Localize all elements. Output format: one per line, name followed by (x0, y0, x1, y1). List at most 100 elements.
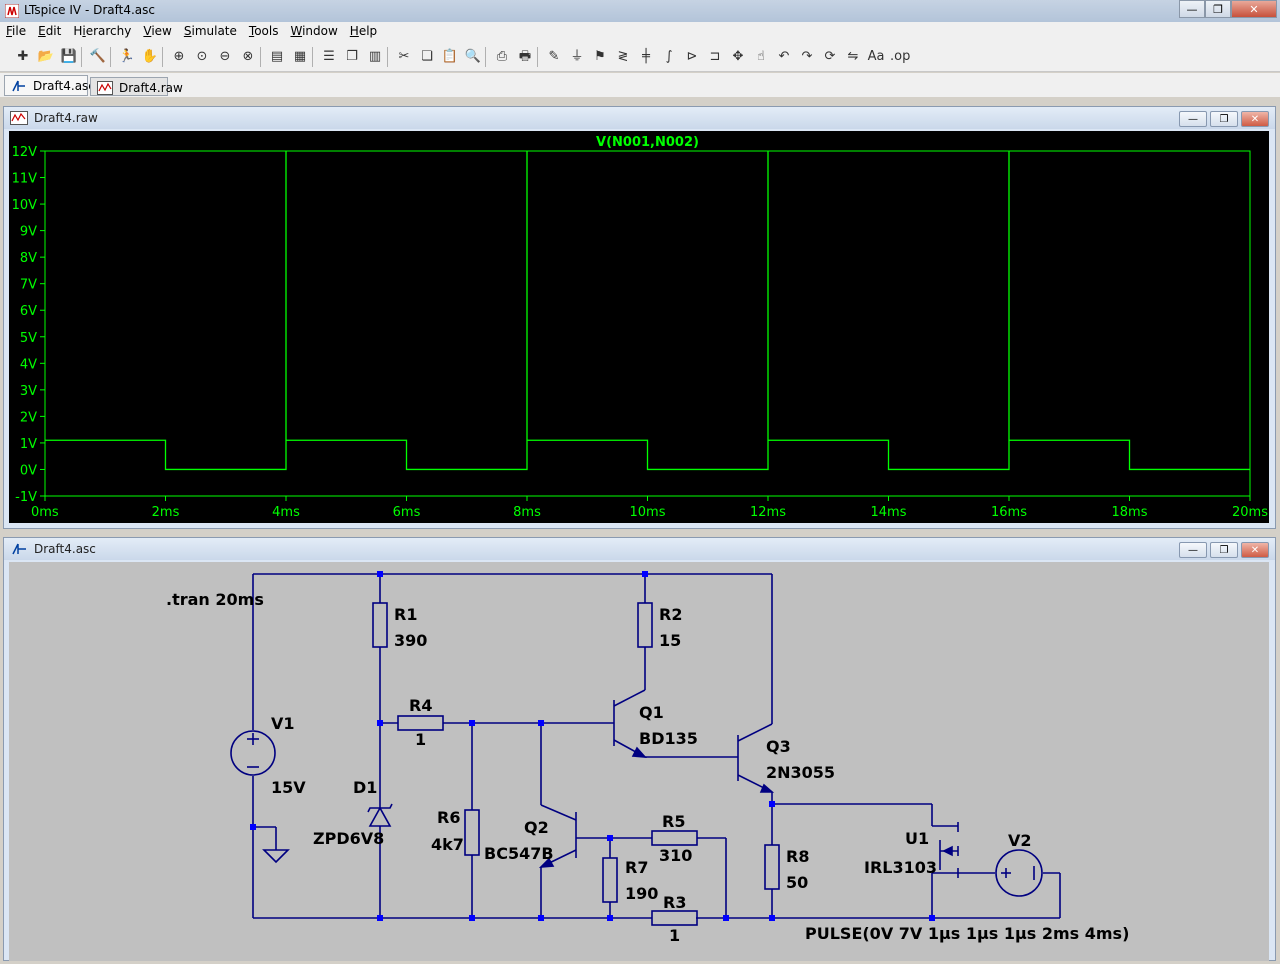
zoom-out-icon[interactable]: ⊖ (219, 49, 231, 64)
y-tick-label: 2V (20, 410, 37, 425)
new-schematic-icon[interactable]: ✚ (17, 49, 29, 64)
undo-icon[interactable]: ↶ (778, 49, 790, 64)
x-tick-label: 12ms (750, 505, 786, 520)
schematic-wires (252, 573, 1061, 919)
u1-value: IRL3103 (864, 858, 937, 877)
close-button[interactable]: ✕ (1241, 542, 1269, 558)
menu-item[interactable]: Tools (248, 24, 279, 38)
r3-symbol (651, 910, 698, 926)
schematic-canvas[interactable]: .tran 20ms V1 15V R1 390 R2 15 R4 1 D1 Z… (9, 562, 1269, 961)
toolbar-separator (312, 47, 313, 67)
v2-value: PULSE(0V 7V 1µs 1µs 1µs 2ms 4ms) (805, 924, 1129, 943)
r2-symbol (637, 602, 653, 648)
document-tabs: Draft4.asc Draft4.raw (0, 73, 1280, 97)
q1-value: BD135 (639, 729, 698, 748)
r1-symbol (372, 602, 388, 648)
waveform-window-titlebar: Draft4.raw — ❐ ✕ (4, 107, 1275, 129)
u1-name: U1 (905, 829, 929, 848)
paste-icon[interactable]: 📋 (441, 49, 459, 64)
find-icon[interactable]: 🔍 (464, 49, 482, 64)
menu-item[interactable]: Edit (38, 24, 62, 38)
x-tick-label: 8ms (513, 505, 541, 520)
inductor-icon[interactable]: ∫ (665, 49, 673, 64)
label-net-icon[interactable]: ⚑ (594, 49, 606, 64)
minimize-button[interactable]: — (1179, 0, 1205, 18)
y-tick-label: 12V (12, 145, 38, 160)
control-panel-icon[interactable]: 🔨 (89, 49, 107, 64)
r5-symbol (651, 830, 698, 846)
restore-button[interactable]: ❐ (1210, 542, 1238, 558)
r6-name: R6 (437, 808, 460, 827)
close-button[interactable]: ✕ (1231, 0, 1277, 18)
move-icon[interactable]: ✥ (732, 49, 744, 64)
r3-name: R3 (663, 893, 686, 912)
draw-wire-icon[interactable]: ✎ (548, 49, 560, 64)
ground-icon[interactable]: ⏚ (570, 49, 584, 64)
trace-line (45, 151, 1250, 471)
capacitor-icon[interactable]: ╪ (642, 49, 650, 64)
d1-name: D1 (353, 778, 377, 797)
menu-bar: File Edit Hierarchy View Simulate Tools Window… (0, 22, 1280, 42)
tile-vertical-icon[interactable]: ▥ (368, 49, 382, 64)
restore-button[interactable]: ❐ (1210, 111, 1238, 127)
tile-horizontal-icon[interactable]: ☰ (323, 49, 335, 64)
run-icon[interactable]: 🏃 (118, 49, 136, 64)
copy-icon[interactable]: ❏ (421, 49, 433, 64)
print-preview-icon[interactable]: ⎙ (496, 49, 508, 64)
x-tick-label: 14ms (871, 505, 907, 520)
y-tick-label: 7V (20, 278, 37, 293)
tab-draft4-raw[interactable]: Draft4.raw (90, 77, 183, 96)
diode-icon[interactable]: ⊳ (686, 49, 698, 64)
save-icon[interactable]: 💾 (60, 49, 78, 64)
x-tick-label: 10ms (630, 505, 666, 520)
resistor-icon[interactable]: ≷ (617, 49, 629, 64)
y-tick-label: -1V (15, 490, 37, 505)
redo-icon[interactable]: ↷ (801, 49, 813, 64)
y-tick-label: 6V (20, 304, 37, 319)
menu-item[interactable]: View (143, 24, 172, 38)
x-tick-label: 2ms (152, 505, 180, 520)
mirror-icon[interactable]: ⇋ (847, 49, 859, 64)
x-tick-label: 20ms (1232, 505, 1268, 520)
zoom-fit-icon[interactable]: ⊙ (196, 49, 208, 64)
cut-icon[interactable]: ✂ (398, 49, 410, 64)
y-tick-label: 4V (20, 357, 37, 372)
q2-name: Q2 (524, 818, 549, 837)
x-tick-label: 4ms (272, 505, 300, 520)
halt-icon[interactable]: ✋ (141, 49, 159, 64)
drag-icon[interactable]: ☝ (757, 49, 765, 64)
schematic-window-title: Draft4.asc (34, 542, 96, 556)
component-icon[interactable]: ⊐ (709, 49, 721, 64)
plot-off-icon[interactable]: ▦ (293, 49, 307, 64)
menu-item[interactable]: Window (290, 24, 338, 38)
d1-value: ZPD6V8 (313, 829, 384, 848)
q1-name: Q1 (639, 703, 664, 722)
menu-item[interactable]: Help (349, 24, 378, 38)
print-icon[interactable]: 🖶 (518, 49, 532, 64)
x-tick-label: 18ms (1112, 505, 1148, 520)
q2-value: BC547B (484, 844, 554, 863)
open-icon[interactable]: 📂 (37, 49, 55, 64)
restore-button[interactable]: ❐ (1205, 0, 1231, 18)
close-button[interactable]: ✕ (1241, 111, 1269, 127)
schematic-labels: .tran 20ms V1 15V R1 390 R2 15 R4 1 D1 Z… (166, 590, 1129, 945)
minimize-button[interactable]: — (1179, 542, 1207, 558)
r8-value: 50 (786, 873, 808, 892)
schematic-window-titlebar: Draft4.asc — ❐ ✕ (4, 538, 1275, 560)
spice-directive-icon[interactable]: .op (890, 49, 911, 64)
plot-icon[interactable]: ▤ (270, 49, 284, 64)
minimize-button[interactable]: — (1179, 111, 1207, 127)
menu-item[interactable]: File (6, 24, 27, 38)
toolbar-separator (387, 47, 388, 67)
menu-item[interactable]: Simulate (183, 24, 237, 38)
x-tick-label: 6ms (393, 505, 421, 520)
zoom-cancel-icon[interactable]: ⊗ (242, 49, 254, 64)
zoom-in-icon[interactable]: ⊕ (173, 49, 185, 64)
tab-draft4-asc[interactable]: Draft4.asc (4, 75, 95, 96)
menu-item[interactable]: Hierarchy (73, 24, 132, 38)
text-icon[interactable]: Aa (867, 49, 885, 64)
rotate-icon[interactable]: ⟳ (824, 49, 836, 64)
cascade-icon[interactable]: ❐ (346, 49, 358, 64)
